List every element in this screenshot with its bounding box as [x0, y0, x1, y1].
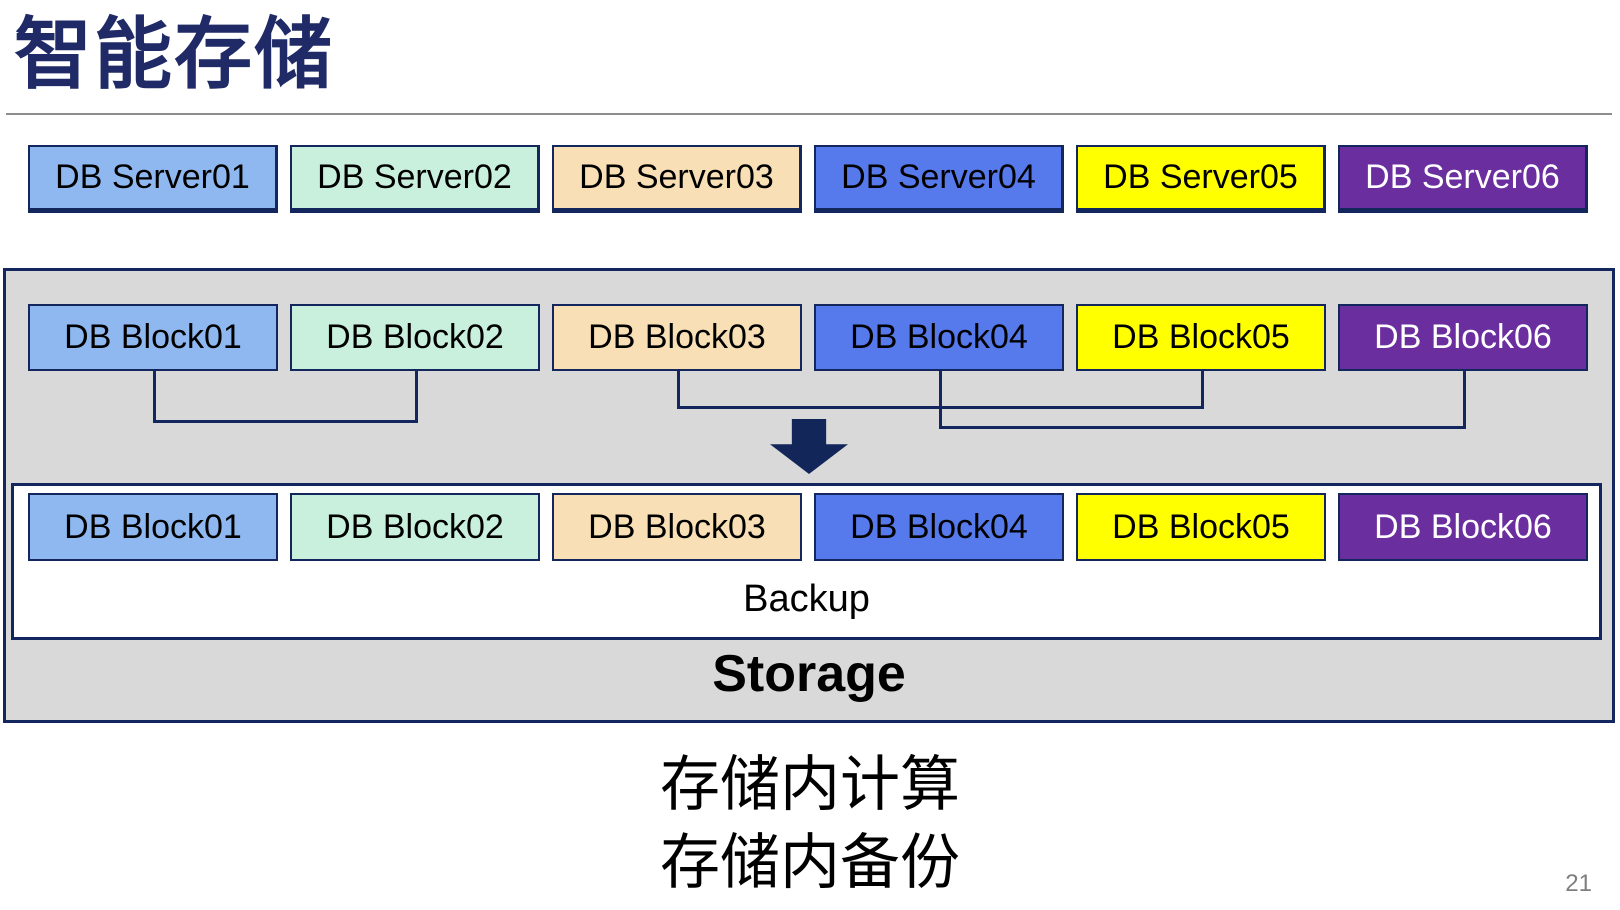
server-node-2: DB Server02	[290, 145, 540, 213]
backup-block-node-6: DB Block06	[1338, 493, 1588, 561]
server-node-3: DB Server03	[552, 145, 802, 213]
backup-block-node-3: DB Block03	[552, 493, 802, 561]
server-node-6: DB Server06	[1338, 145, 1588, 213]
source-block-node-5: DB Block05	[1076, 304, 1326, 371]
backup-block-node-5: DB Block05	[1076, 493, 1326, 561]
caption-in-storage-compute: 存储内计算	[660, 751, 960, 818]
backup-label: Backup	[743, 578, 870, 620]
source-block-node-3: DB Block03	[552, 304, 802, 371]
block-connector-segment	[939, 426, 1466, 429]
storage-label: Storage	[712, 645, 906, 703]
backup-block-node-1: DB Block01	[28, 493, 278, 561]
backup-block-node-4: DB Block04	[814, 493, 1064, 561]
source-block-node-1: DB Block01	[28, 304, 278, 371]
page-number: 21	[1565, 870, 1592, 897]
block-connector-segment	[1463, 371, 1466, 429]
captions: 存储内计算 存储内备份	[0, 746, 1620, 902]
title-divider	[6, 113, 1612, 115]
server-node-4: DB Server04	[814, 145, 1064, 213]
block-connector-segment	[415, 371, 418, 423]
source-block-node-2: DB Block02	[290, 304, 540, 371]
block-connector-segment	[677, 371, 680, 409]
block-connector-segment	[153, 371, 156, 423]
caption-in-storage-backup: 存储内备份	[660, 829, 960, 896]
server-node-1: DB Server01	[28, 145, 278, 213]
block-connector-segment	[939, 371, 942, 429]
page-title: 智能存储	[14, 10, 335, 98]
source-block-node-6: DB Block06	[1338, 304, 1588, 371]
backup-block-node-2: DB Block02	[290, 493, 540, 561]
server-node-5: DB Server05	[1076, 145, 1326, 213]
source-block-node-4: DB Block04	[814, 304, 1064, 371]
block-connector-segment	[1201, 371, 1204, 409]
block-connector-segment	[153, 420, 418, 423]
